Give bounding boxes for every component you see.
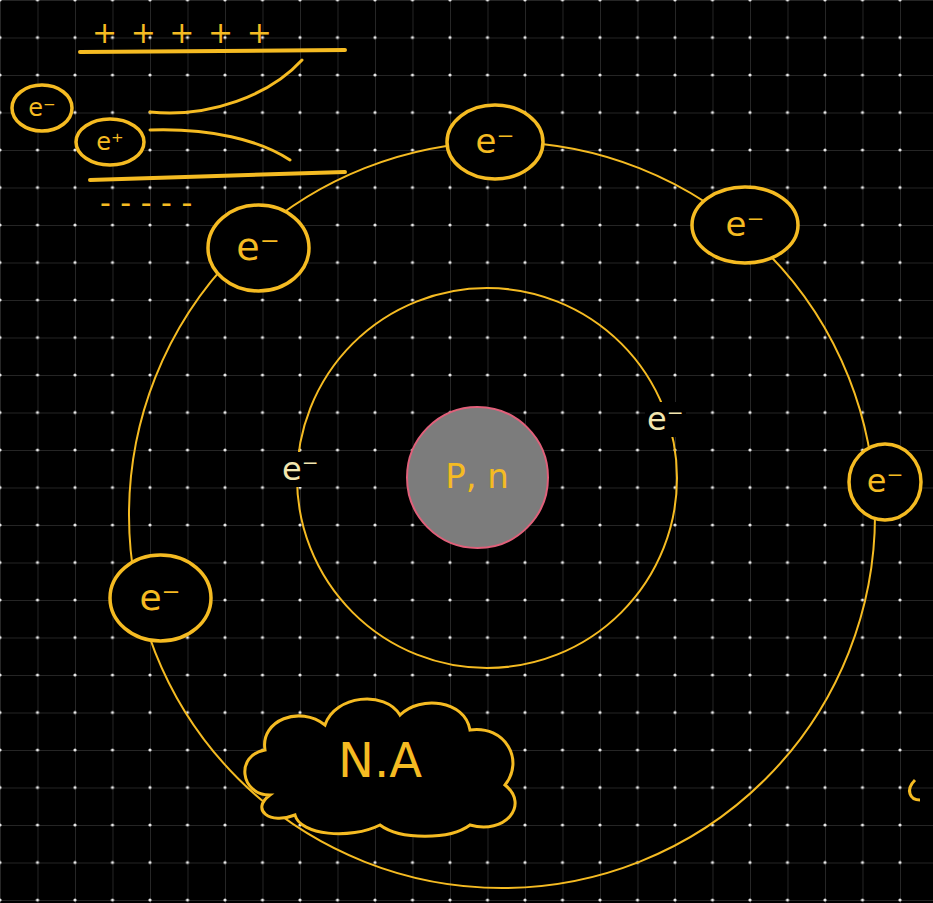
electron-circle: e⁺	[74, 117, 146, 167]
node-text: P, n	[445, 458, 509, 495]
electron-circle: e⁻	[206, 203, 311, 293]
electron-circle: e⁻	[10, 83, 74, 133]
electron-circle: e⁻	[445, 103, 545, 181]
electron-circle: e⁻	[847, 442, 923, 522]
node-text: e⁻	[28, 95, 55, 121]
deflection-path	[150, 130, 290, 160]
node-text: e⁻	[139, 578, 180, 618]
node-text: e⁻	[867, 464, 904, 499]
note-cloud: N.A	[230, 685, 530, 835]
deflection-path	[150, 60, 302, 113]
electron-label: e⁻	[280, 452, 321, 487]
node-text: e⁻	[236, 227, 279, 269]
nucleus: P, n	[405, 405, 550, 550]
node-text: e⁻	[476, 123, 515, 160]
plate-charge: - - - - -	[100, 186, 192, 219]
plate-charge: + + + + +	[92, 16, 274, 49]
node-text: N.A	[338, 734, 422, 787]
inner-orbit	[297, 288, 677, 668]
electron-circle: e⁻	[108, 553, 213, 643]
partial-mark	[910, 780, 920, 800]
node-text: e⁻	[726, 206, 765, 243]
plate-line	[90, 172, 345, 180]
electron-circle: e⁻	[690, 185, 800, 265]
plate-line	[80, 50, 345, 52]
outer-orbit	[129, 142, 875, 888]
node-text: e⁺	[96, 129, 123, 155]
electron-label: e⁻	[645, 402, 686, 437]
